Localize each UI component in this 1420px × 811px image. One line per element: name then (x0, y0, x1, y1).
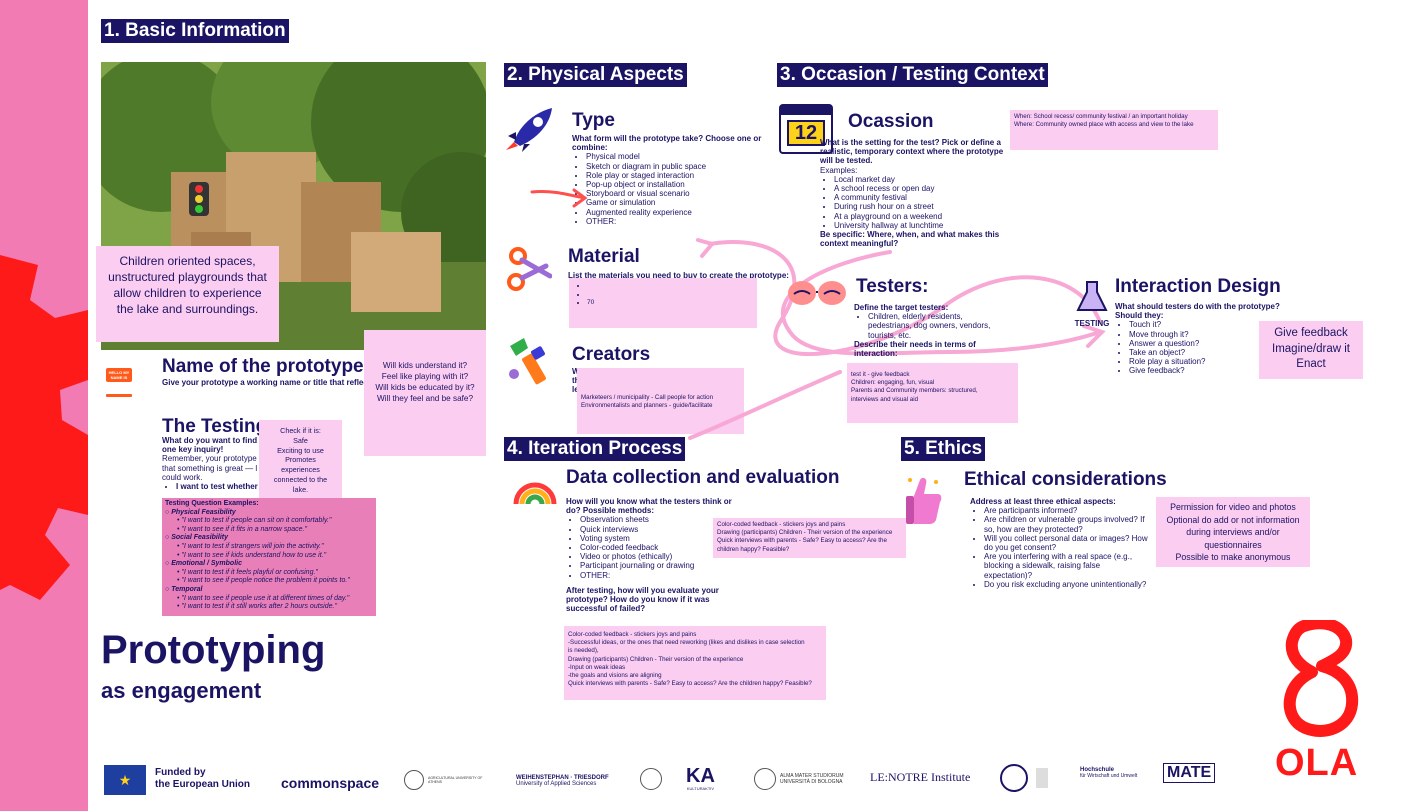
eu-flag-icon: ★ (104, 765, 146, 795)
kulturaktiv-logo: KA KULTURAKTIV (686, 765, 715, 791)
commonspace-logo: commonspace (281, 775, 380, 791)
material-question: List the materials you need to buy to cr… (568, 271, 789, 280)
section-physical-aspects: 2. Physical Aspects (504, 63, 687, 87)
aau-logo: AGRICULTURAL UNIVERSITY OF ATHENS (404, 770, 492, 790)
testers-list: Define the target testers: Children, eld… (854, 303, 1000, 358)
prototyping-title: Prototyping (101, 628, 326, 672)
section-occasion: 3. Occasion / Testing Context (777, 63, 1048, 87)
name-title: Name of the prototype: (162, 356, 370, 377)
data-note-evaluation: Color-coded feedback - stickers joys and… (564, 626, 826, 700)
data-note-methods: Color-coded feedback - stickers joys and… (713, 518, 906, 558)
testing-flask-icon: TESTING (1072, 280, 1112, 328)
testers-title: Testers: (856, 276, 929, 297)
ola-logo: OLA (1275, 742, 1359, 784)
interaction-note: Give feedback Imagine/draw it Enact (1259, 321, 1363, 379)
ethics-list: Address at least three ethical aspects: … (970, 497, 1150, 589)
crest-logo (1036, 768, 1048, 788)
occasion-list: What is the setting for the test? Pick o… (820, 138, 1016, 248)
glasses-icon (788, 281, 846, 305)
type-list: What form will the prototype take? Choos… (572, 134, 762, 226)
arrow-annotation (530, 188, 588, 208)
check-note: Check if it is: Safe Exciting to use Pro… (259, 420, 342, 508)
seal-logo (640, 768, 662, 790)
photo-note: Children oriented spaces, unstructured p… (96, 246, 279, 342)
prototype-photo (101, 62, 486, 350)
data-title: Data collection and evaluation (566, 467, 840, 488)
interaction-title: Interaction Design (1115, 276, 1281, 297)
weihenstephan-logo: WEIHENSTEPHAN · TRIESDORF University of … (516, 775, 609, 787)
lenotre-logo: LE:NOTRE Institute (870, 770, 971, 784)
testing-question-title: The Testing (162, 416, 268, 437)
hochschule-logo: Hochschule für Wirtschaft und Umwelt (1080, 767, 1138, 779)
eu-funding-text: Funded by the European Union (155, 767, 250, 790)
ethics-title: Ethical considerations (964, 469, 1167, 490)
interaction-list: What should testers do with the prototyp… (1115, 302, 1305, 376)
ethics-note: Permission for video and photos Optional… (1156, 497, 1310, 567)
name-instruction: Give your prototype a working name or ti… (162, 378, 366, 387)
rocket-icon (506, 108, 552, 152)
swoosh-decoration (688, 238, 1106, 440)
creators-title: Creators (572, 344, 651, 365)
thumbs-up-icon (906, 477, 942, 524)
testers-note: test it - give feedback Children: engagi… (847, 363, 1018, 423)
scissors-icon (507, 247, 552, 291)
sticky-kids-questions: Will kids understand it? Feel like playi… (364, 330, 486, 456)
testing-question-text: What do you want to find o one key inqui… (162, 436, 262, 491)
prototyping-subtitle: as engagement (101, 678, 262, 703)
section-iteration: 4. Iteration Process (504, 437, 686, 461)
creators-question: W th le (572, 367, 580, 395)
university-seal-logo (1000, 764, 1028, 792)
section-basic-info: 1. Basic Information (101, 19, 289, 43)
mate-logo: MATE (1163, 763, 1216, 783)
gear-decoration (0, 255, 88, 600)
creators-note: Marketeers / municipality - Call people … (577, 368, 744, 434)
material-title: Material (568, 246, 640, 267)
occasion-note: When: School recess/ community festival … (1010, 110, 1218, 150)
calendar-icon: 12 (779, 104, 833, 154)
material-note: 70 (569, 278, 757, 328)
occasion-title: Ocassion (848, 111, 934, 132)
data-list: How will you know what the testers think… (566, 497, 732, 613)
ola-figure-icon (1283, 620, 1359, 737)
type-title: Type (572, 110, 615, 131)
section-ethics: 5. Ethics (901, 437, 986, 461)
magic-wand-icon (509, 338, 546, 385)
testing-examples-box: Testing Question Examples: ○ Physical Fe… (162, 498, 376, 616)
name-badge-icon: HELLO MY NAME IS (106, 368, 132, 400)
rainbow-icon (513, 482, 557, 505)
